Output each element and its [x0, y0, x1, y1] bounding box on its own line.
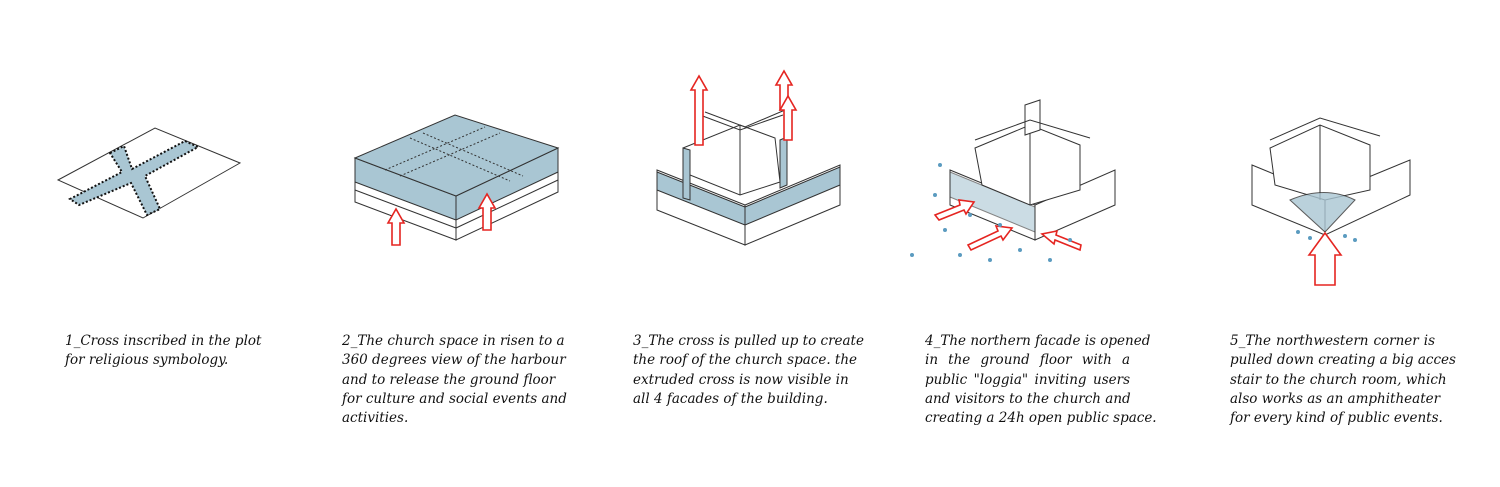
arrow-up-icon — [778, 94, 798, 141]
arrow-up-icon — [477, 192, 497, 231]
step-5-amphitheater-diagram — [1251, 117, 1411, 286]
caption-line: and to release the ground floor — [342, 371, 556, 388]
caption-line: in the ground floor with a — [925, 352, 1130, 369]
caption-line: creating a 24h open public space. — [925, 410, 1157, 427]
caption-line: 5_The northwestern corner is — [1230, 333, 1435, 349]
step-3-extruded-cross-diagram — [656, 69, 841, 246]
step-3-caption: 3_The cross is pulled up to create the r… — [633, 332, 864, 409]
arrow-up-icon — [386, 207, 406, 246]
caption-line: for culture and social events and — [342, 390, 567, 407]
arrow-up-icon — [689, 74, 709, 146]
step-4-loggia-diagram — [910, 99, 1116, 262]
step-2-risen-volume-diagram — [353, 114, 560, 246]
caption-line: also works as an amphitheater — [1230, 390, 1441, 407]
caption-line: extruded cross is now visible in — [633, 371, 849, 388]
step-5-caption: 5_The northwestern corner is pulled down… — [1230, 332, 1456, 428]
people-icons — [1296, 230, 1357, 242]
caption-line: 4_The northern facade is opened — [925, 333, 1151, 349]
caption-line: for every kind of public events. — [1230, 410, 1443, 427]
people-icons — [910, 163, 1072, 262]
caption-line: 2_The church space in risen to a — [342, 333, 565, 349]
caption-line: 3_The cross is pulled up to create — [633, 333, 864, 349]
caption-line: for religious symbology. — [65, 352, 229, 369]
step-2-caption: 2_The church space in risen to a 360 deg… — [342, 332, 567, 428]
caption-line: public "loggia" inviting users — [925, 371, 1130, 388]
caption-line: 1_Cross inscribed in the plot — [65, 333, 262, 349]
caption-line: the roof of the church space. the — [633, 352, 858, 369]
arrow-right-icon — [933, 199, 976, 221]
arrow-up-icon — [1307, 231, 1343, 286]
caption-line: activities. — [342, 410, 409, 427]
arrow-right-icon — [966, 225, 1014, 252]
step-4-caption: 4_The northern facade is opened in the g… — [925, 332, 1157, 428]
caption-line: stair to the church room, which — [1230, 371, 1447, 388]
arrow-left-icon — [1040, 229, 1082, 252]
caption-line: all 4 facades of the building. — [633, 390, 828, 407]
caption-line: and visitors to the church and — [925, 390, 1131, 407]
caption-line: pulled down creating a big acces — [1230, 352, 1456, 369]
caption-line: 360 degrees view of the harbour — [342, 352, 566, 369]
step-1-plot-diagram — [56, 127, 242, 219]
step-1-caption: 1_Cross inscribed in the plot for religi… — [65, 332, 262, 371]
